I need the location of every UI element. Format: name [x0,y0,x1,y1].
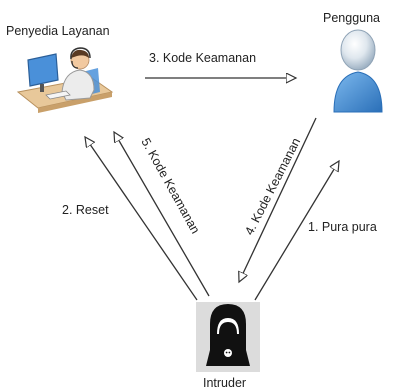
step1-label: 1. Pura pura [308,220,377,234]
arrow-step1 [254,161,339,301]
step2-label: 2. Reset [62,203,109,217]
provider-node: Penyedia Layanan [6,24,114,113]
user-node: Pengguna [323,11,383,113]
hooded-hacker-laptop-icon [196,302,260,372]
customer-service-operator-icon [16,47,114,113]
arrow-step2 [85,137,198,301]
user-label: Pengguna [323,11,380,25]
step3-label: 3. Kode Keamanan [149,51,256,65]
step4-label: 4. Kode Keamanan [242,136,303,238]
step5-label: 5. Kode Keamanan [138,136,202,236]
intruder-label: Intruder [203,376,246,390]
user-person-icon [333,29,383,113]
provider-label: Penyedia Layanan [6,24,110,38]
intruder-node: Intruder [196,302,260,390]
arrow-step4 [239,117,317,282]
arrow-step5 [114,132,210,297]
